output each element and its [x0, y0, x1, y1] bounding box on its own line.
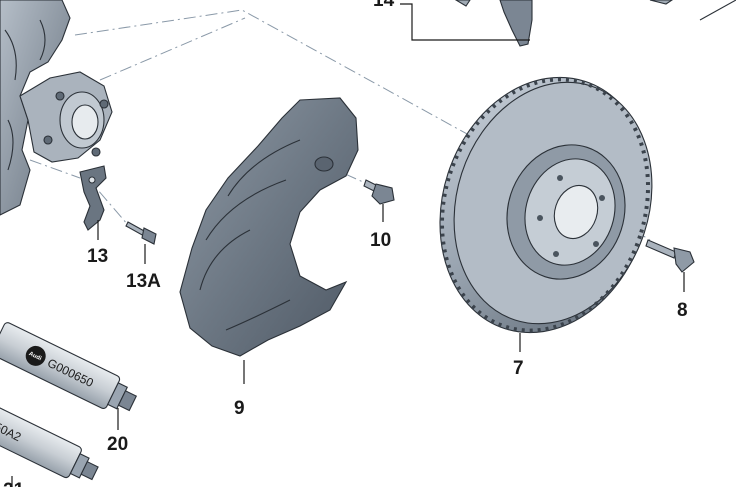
screw-part-8: 8 [645, 239, 695, 321]
label-part-21: 21 [3, 480, 25, 487]
bracket-part-13: 13 [79, 165, 108, 267]
hex-bolt-part-10: 10 [363, 179, 395, 251]
brake-disc-part-7: 7 [439, 76, 653, 379]
label-part-7: 7 [513, 358, 524, 379]
label-part-20: 20 [107, 434, 128, 455]
label-part-14: 14 [373, 0, 395, 11]
label-part-8: 8 [677, 300, 688, 321]
label-part-13: 13 [87, 246, 108, 267]
wheel-bearing-housing [0, 0, 113, 216]
bolt-part-13A: 13A [125, 221, 161, 292]
label-part-10: 10 [370, 230, 391, 251]
grease-tube-part-20: Audi G000650 20 [0, 322, 138, 455]
part-14-fragment: 14 [373, 0, 736, 47]
grease-tube-part-21: 2150A2 21 [0, 400, 99, 487]
label-part-13A: 13A [126, 271, 161, 292]
tube-badge-text: Audi [28, 351, 43, 362]
splash-plate-part-9: 9 [179, 97, 359, 419]
label-part-9: 9 [234, 398, 245, 419]
